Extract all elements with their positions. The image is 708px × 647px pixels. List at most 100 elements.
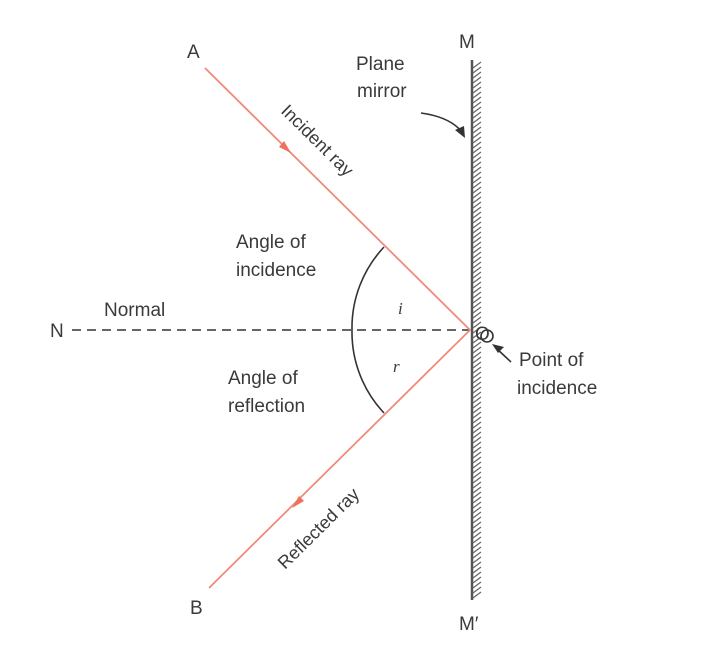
mirror-hatch-stroke [472, 476, 482, 484]
mirror-hatch-stroke [472, 511, 482, 519]
mirror-hatch-stroke [472, 516, 482, 524]
angle-of-reflection-label-line2: reflection [228, 396, 305, 417]
plane-mirror-label-line1: Plane [356, 54, 405, 75]
angle-i-symbol: i [398, 299, 403, 318]
mirror-hatch-stroke [472, 421, 482, 429]
incident-ray [204, 67, 471, 331]
point-of-incidence-label: Point of incidence [517, 350, 597, 399]
point-of-incidence-label-line2: incidence [517, 378, 597, 399]
plane-mirror-pointer-arrowhead [455, 126, 465, 138]
mirror-hatch-stroke [472, 126, 482, 134]
mirror-hatch-stroke [472, 81, 482, 89]
point-of-incidence-label-line1: Point of [519, 350, 584, 371]
mirror-hatch-stroke [472, 331, 482, 339]
mirror-hatch-stroke [472, 256, 482, 264]
mirror-hatch-stroke [472, 551, 482, 559]
point-m-label: M [459, 32, 475, 53]
mirror-hatch-stroke [472, 336, 482, 344]
plane-mirror-label: Plane mirror [356, 54, 410, 102]
mirror-hatch-stroke [472, 231, 482, 239]
mirror-hatch-stroke [472, 456, 482, 464]
mirror-hatch-stroke [472, 546, 482, 554]
mirror-hatch-stroke [472, 201, 482, 209]
mirror-hatch-stroke [472, 426, 482, 434]
mirror-hatching [472, 61, 482, 599]
mirror-hatch-stroke [472, 106, 482, 114]
mirror-hatch-stroke [472, 246, 482, 254]
mirror-hatch-stroke [472, 351, 482, 359]
mirror-hatch-stroke [472, 286, 482, 294]
mirror-hatch-stroke [472, 191, 482, 199]
mirror-hatch-stroke [472, 526, 482, 534]
mirror-hatch-stroke [472, 131, 482, 139]
mirror-hatch-stroke [472, 416, 482, 424]
incident-ray-label: Incident ray [277, 101, 357, 181]
angle-of-reflection-label: Angle of reflection [228, 368, 305, 417]
mirror-hatch-stroke [472, 451, 482, 459]
mirror-hatch-stroke [472, 311, 482, 319]
mirror-hatch-stroke [472, 531, 482, 539]
mirror-hatch-stroke [472, 161, 482, 169]
mirror-hatch-stroke [472, 171, 482, 179]
mirror-hatch-stroke [472, 486, 482, 494]
plane-mirror-label-line2: mirror [357, 81, 407, 102]
mirror-hatch-stroke [472, 341, 482, 349]
angle-of-incidence-label-line2: incidence [236, 260, 316, 281]
mirror-hatch-stroke [472, 251, 482, 259]
point-of-incidence-marker [480, 329, 494, 343]
mirror-hatch-stroke [472, 501, 482, 509]
mirror-hatch-stroke [472, 291, 482, 299]
mirror-hatch-stroke [472, 306, 482, 314]
mirror-hatch-stroke [472, 111, 482, 119]
mirror-hatch-stroke [472, 521, 482, 529]
mirror-hatch-stroke [472, 196, 482, 204]
mirror-hatch-stroke [472, 471, 482, 479]
mirror-hatch-stroke [472, 581, 482, 589]
mirror-hatch-stroke [472, 376, 482, 384]
mirror-hatch-stroke [472, 446, 482, 454]
mirror-hatch-stroke [472, 586, 482, 594]
mirror-hatch-stroke [472, 141, 482, 149]
reflected-ray [208, 329, 471, 589]
mirror-hatch-stroke [472, 506, 482, 514]
mirror-hatch-stroke [472, 296, 482, 304]
mirror-hatch-stroke [472, 216, 482, 224]
angle-of-incidence-arc [351, 246, 385, 331]
mirror-hatch-stroke [472, 91, 482, 99]
mirror-hatch-stroke [472, 366, 482, 374]
mirror-hatch-stroke [472, 461, 482, 469]
point-a-label: A [187, 42, 200, 63]
mirror-hatch-stroke [472, 266, 482, 274]
mirror-hatch-stroke [472, 211, 482, 219]
mirror-hatch-stroke [472, 326, 482, 334]
mirror-hatch-stroke [472, 466, 482, 474]
reflected-ray-arrowhead [292, 496, 304, 508]
mirror-hatch-stroke [472, 146, 482, 154]
mirror-hatch-stroke [472, 181, 482, 189]
mirror-hatch-stroke [472, 346, 482, 354]
mirror-hatch-stroke [472, 561, 482, 569]
mirror-hatch-stroke [472, 556, 482, 564]
mirror-hatch-stroke [472, 496, 482, 504]
mirror-hatch-stroke [472, 301, 482, 309]
mirror-hatch-stroke [472, 116, 482, 124]
mirror-hatch-stroke [472, 406, 482, 414]
mirror-hatch-stroke [472, 86, 482, 94]
normal-label: Normal [104, 300, 165, 321]
mirror-hatch-stroke [472, 491, 482, 499]
mirror-hatch-stroke [472, 356, 482, 364]
angle-of-reflection-arc [351, 329, 385, 414]
mirror-hatch-stroke [472, 136, 482, 144]
point-n-label: N [50, 321, 64, 342]
plane-mirror [470, 60, 482, 600]
mirror-hatch-stroke [472, 276, 482, 284]
mirror-hatch-stroke [472, 151, 482, 159]
mirror-hatch-stroke [472, 566, 482, 574]
mirror-hatch-stroke [472, 176, 482, 184]
mirror-hatch-stroke [472, 206, 482, 214]
incident-ray-arrowhead [279, 141, 291, 153]
mirror-hatch-stroke [472, 576, 482, 584]
mirror-hatch-stroke [472, 226, 482, 234]
point-m-prime-label: M′ [459, 614, 479, 635]
